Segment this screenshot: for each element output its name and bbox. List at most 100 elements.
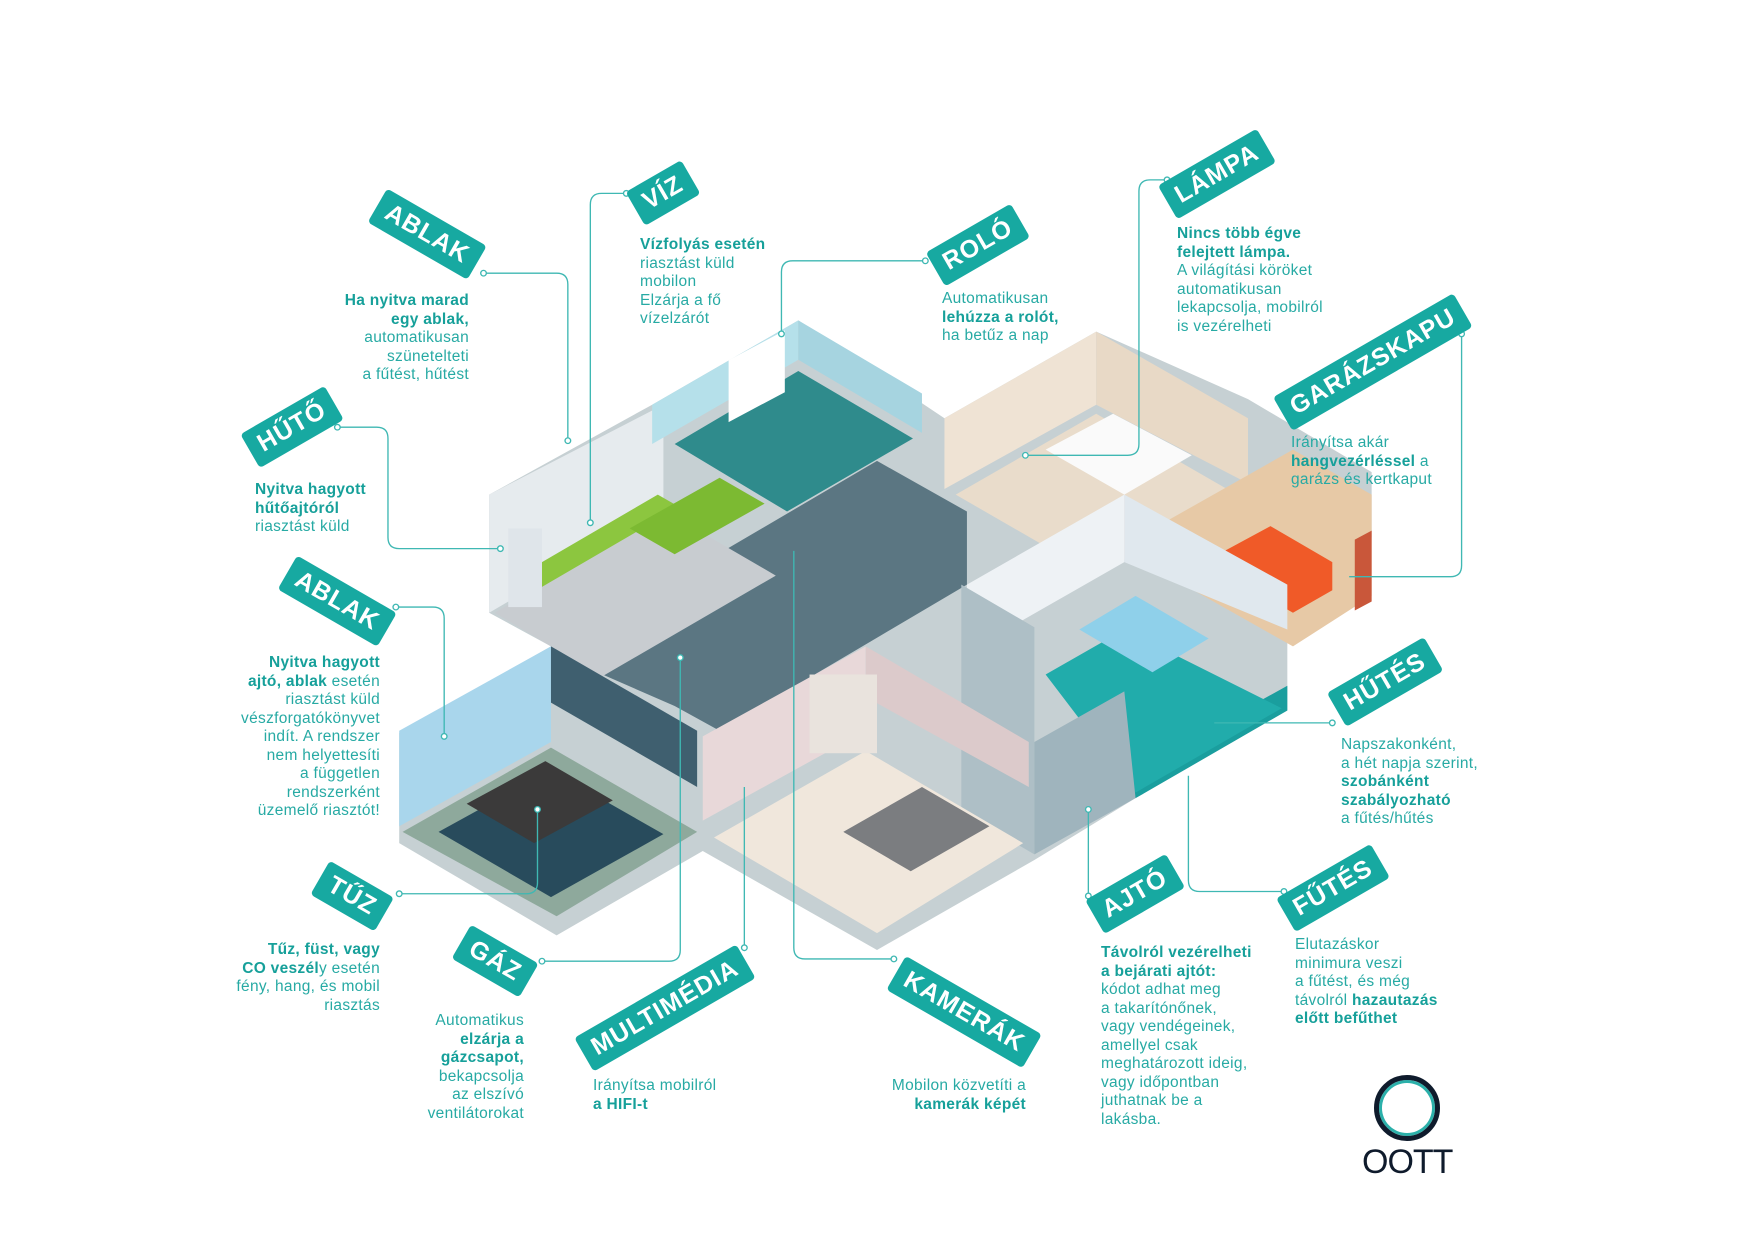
description-text-bold: a bejárati ajtót: — [1101, 962, 1217, 980]
description-line: A világítási köröket — [1177, 262, 1323, 281]
description-text-bold: Nyitva hagyott — [269, 654, 380, 671]
description-text-bold: egy ablak, — [391, 310, 469, 328]
description-text: vagy időpontban — [1101, 1073, 1220, 1091]
desc-hutes: Napszakonként,a hét napja szerint,szobán… — [1341, 736, 1478, 829]
living-wall-right — [1096, 331, 1248, 484]
desc-multimedia: Irányítsa mobilról a HIFI-t — [593, 1077, 716, 1114]
description-text: Irányítsa mobilról — [593, 1077, 717, 1094]
description-text: lakásba. — [1101, 1110, 1162, 1128]
description-text-bold: Nyitva hagyott — [255, 481, 366, 498]
fridge — [508, 528, 542, 608]
description-text: riasztást küld — [285, 691, 380, 708]
description-line: felejtett lámpa. — [1177, 244, 1323, 263]
description-line: hangvezérléssel a — [1291, 453, 1432, 472]
description-line: fény, hang, és mobil — [236, 978, 380, 997]
description-text: bekapcsolja — [438, 1067, 524, 1085]
description-line: a bejárati ajtót: — [1101, 963, 1252, 982]
description-text-bold: felejtett lámpa. — [1177, 243, 1291, 261]
description-text-bold: hazautazás — [1351, 991, 1438, 1009]
description-text: automatikusan — [1177, 280, 1282, 298]
connector-garazskapu — [1349, 333, 1463, 578]
description-line: riasztást küld — [640, 255, 765, 274]
description-text: üzemelő riasztót! — [257, 802, 380, 819]
description-text: fény, hang, és mobil — [236, 978, 380, 995]
description-text-bold: CO veszél — [242, 959, 319, 977]
description-line: előtt befűthet — [1295, 1010, 1438, 1029]
description-line: ha betűz a nap — [942, 327, 1059, 346]
description-text-bold: Ha nyitva marad — [344, 292, 469, 309]
bathroom-blind — [728, 330, 785, 423]
description-line: vagy időpontban — [1101, 1074, 1252, 1093]
description-line: Távolról vezérelheti — [1101, 944, 1252, 963]
description-line: szobánként — [1341, 773, 1478, 792]
description-text: szünetelteti — [386, 347, 469, 365]
description-line: vagy vendégeinek, — [1101, 1018, 1252, 1037]
desc-rolo: Automatikusan lehúzza a rolót,ha betűz a … — [942, 290, 1059, 346]
description-line: gázcsapot, — [428, 1049, 524, 1068]
description-line: juthatnak be a — [1101, 1092, 1252, 1111]
connector-tuz — [399, 809, 539, 895]
description-line: az elszívó — [428, 1086, 524, 1105]
description-line: a HIFI-t — [593, 1096, 716, 1115]
description-line: Nincs több égve — [1177, 225, 1323, 244]
description-line: Irányítsa mobilról — [593, 1077, 716, 1096]
bathroom-wall-right — [798, 320, 922, 433]
description-text: Automatikusan — [942, 290, 1049, 307]
description-line: Mobilon közvetíti a — [892, 1077, 1026, 1096]
description-text: a fűtést, hűtést — [362, 366, 469, 383]
description-text: esetén — [327, 672, 380, 690]
car — [1214, 526, 1333, 613]
wardrobe — [809, 674, 877, 754]
description-line: is vezérelheti — [1177, 318, 1323, 337]
description-text: is vezérelheti — [1177, 317, 1272, 335]
description-text: Automatikus — [435, 1012, 524, 1029]
description-line: Nyitva hagyott — [241, 654, 380, 673]
description-line: Napszakonként, — [1341, 736, 1478, 755]
description-text: az elszívó — [452, 1086, 524, 1103]
description-line: CO veszély esetén — [236, 960, 380, 979]
bathroom-floor — [674, 370, 913, 512]
description-line: ajtó, ablak esetén — [241, 673, 380, 692]
description-text: meghatározott ideig, — [1101, 1055, 1248, 1072]
description-line: Vízfolyás esetén — [640, 236, 765, 255]
description-text: a takarítónőnek, — [1101, 999, 1217, 1017]
description-text-bold: ajtó, ablak — [247, 672, 328, 690]
description-line: egy ablak, — [345, 311, 469, 330]
description-text-bold: szabályozható — [1341, 791, 1451, 809]
description-line: a hét napja szerint, — [1341, 755, 1478, 774]
description-line: minimura veszi — [1295, 955, 1438, 974]
description-text-bold: Nincs több égve — [1177, 225, 1302, 242]
description-line: Irányítsa akár — [1291, 434, 1432, 453]
description-line: amellyel csak — [1101, 1037, 1252, 1056]
kids-bed — [1079, 595, 1209, 673]
description-text: vészforgatókönyvet — [241, 709, 380, 727]
description-line: indít. A rendszer — [241, 728, 380, 747]
description-line: Nyitva hagyott — [255, 481, 366, 500]
kids-room-wall-right — [1124, 494, 1288, 630]
description-text: riasztást küld — [640, 254, 735, 272]
description-text: a fűtést, és még — [1295, 973, 1411, 990]
description-text: vagy vendégeinek, — [1101, 1018, 1236, 1035]
office-back-wall — [550, 646, 698, 787]
description-text: minimura veszi — [1295, 954, 1403, 972]
description-text: indít. A rendszer — [263, 728, 380, 745]
description-line: a fűtést, és még — [1295, 973, 1438, 992]
connector-ablak-left — [395, 606, 445, 737]
description-line: lakásba. — [1101, 1111, 1252, 1130]
connector-futes — [1187, 775, 1284, 893]
sofa — [1045, 413, 1192, 495]
description-line: a fűtés/hűtés — [1341, 810, 1478, 829]
logo-text: OOTT — [1362, 1143, 1453, 1181]
description-line: lehúzza a rolót, — [942, 309, 1059, 328]
description-line: távolról hazautazás — [1295, 992, 1438, 1011]
description-text-bold: hangvezérléssel — [1291, 452, 1416, 470]
description-text-bold: elzárja a — [460, 1030, 524, 1048]
kitchen-floor — [494, 511, 776, 677]
description-line: a takarítónőnek, — [1101, 1000, 1252, 1019]
description-text: Elzárja a fő — [640, 291, 722, 309]
